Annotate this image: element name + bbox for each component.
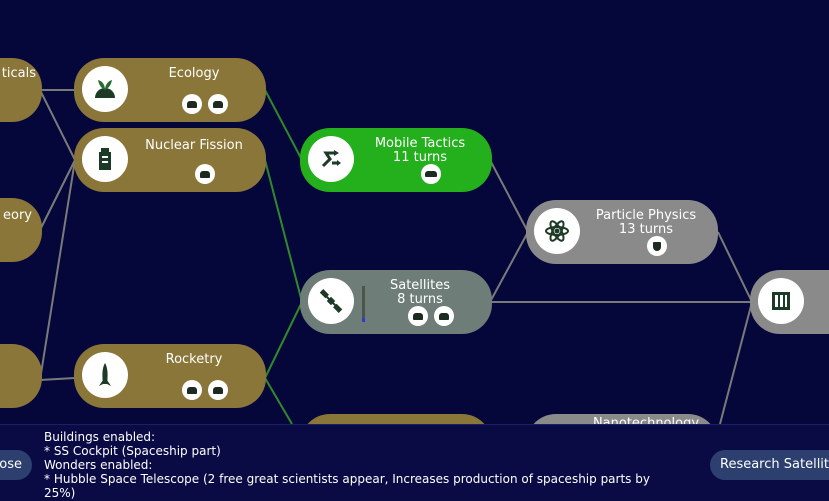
plant-dome-icon [82, 66, 128, 112]
unlocks [421, 164, 441, 184]
tech-title: Particle Physics [595, 208, 697, 223]
tech-turns: 13 turns [618, 222, 674, 237]
building-icon [182, 94, 202, 114]
atom-icon [534, 208, 580, 254]
circuit-icon [758, 278, 804, 324]
tactics-arrows-icon [308, 136, 354, 182]
tech-title: ticals [1, 66, 36, 81]
tech-node-mobile-tactics[interactable]: Mobile Tactics 11 turns [300, 128, 492, 192]
tech-turns: 11 turns [392, 150, 448, 165]
close-button[interactable]: ose [0, 450, 32, 480]
info-line: Wonders enabled: [44, 458, 153, 472]
info-panel [0, 424, 829, 501]
info-line: 25%) [44, 486, 76, 500]
tech-title: Mobile Tactics [374, 136, 466, 151]
tank-icon [421, 164, 441, 184]
shield-icon [647, 236, 667, 256]
tech-title: Nuclear Fission [145, 138, 243, 153]
tech-title: Ecology [168, 66, 220, 81]
info-line: Buildings enabled: [44, 430, 156, 444]
tech-node-nuclear-fission[interactable]: Nuclear Fission [74, 128, 266, 192]
unlocks [408, 306, 454, 326]
unit-icon [208, 380, 228, 400]
tech-turns: 8 turns [397, 292, 443, 307]
tech-info-text: Buildings enabled: * SS Cockpit (Spacesh… [44, 430, 694, 500]
tech-title: Rocketry [165, 352, 223, 367]
info-line: * Hubble Space Telescope (2 free great s… [44, 472, 650, 486]
tech-node-ecology[interactable]: Ecology [74, 58, 266, 122]
unlocks [647, 236, 667, 256]
tech-node-satellites[interactable]: Satellites 8 turns [300, 270, 492, 334]
unit-icon [182, 380, 202, 400]
building-icon [208, 94, 228, 114]
tech-node-rocketry[interactable]: Rocketry [74, 344, 266, 408]
research-button[interactable]: Research Satellite [710, 450, 829, 480]
tech-node-particle-physics[interactable]: Particle Physics 13 turns [526, 200, 718, 264]
progress-fill [362, 318, 365, 322]
progress-bar [362, 286, 365, 322]
unlocks [182, 380, 228, 400]
reactor-icon [82, 136, 128, 182]
tech-node-right[interactable] [750, 270, 829, 334]
building-icon [195, 164, 215, 184]
info-line: * SS Cockpit (Spaceship part) [44, 444, 221, 458]
satellite-unit-icon [408, 306, 428, 326]
building-icon [434, 306, 454, 326]
tech-title: Satellites [389, 278, 451, 293]
tech-title: eory [3, 208, 32, 223]
satellite-icon [308, 278, 354, 324]
rocket-icon [82, 352, 128, 398]
unlocks [182, 94, 228, 114]
unlocks [195, 164, 215, 184]
